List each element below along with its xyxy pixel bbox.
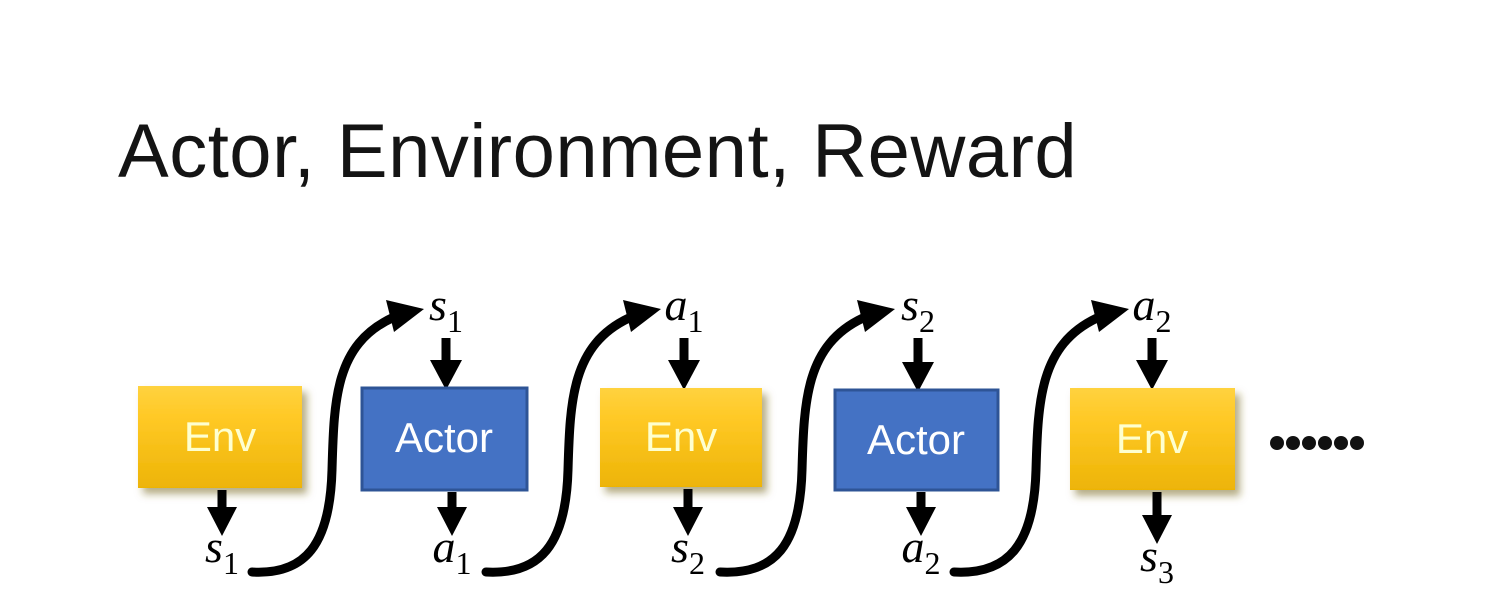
label-bot-s1: s1	[205, 521, 239, 581]
ellipsis-dot	[1350, 436, 1364, 450]
label-top-s1-sub: 1	[447, 303, 463, 339]
ellipsis-dot	[1286, 436, 1300, 450]
curve-s1-feedback	[247, 300, 424, 577]
label-bot-s1-base: s	[205, 521, 223, 572]
label-bot-a2-sub: 2	[925, 545, 941, 581]
svg-text:s2: s2	[901, 279, 935, 339]
label-bot-s3-base: s	[1140, 530, 1158, 581]
label-bot-s2-sub: 2	[689, 545, 705, 581]
arrow-s2-into-actor2	[902, 338, 934, 392]
svg-text:s3: s3	[1140, 530, 1174, 590]
node-actor-2[interactable]: Actor	[833, 388, 1000, 492]
label-top-s1-base: s	[429, 279, 447, 330]
svg-text:a1: a1	[433, 521, 472, 581]
curve-s2-feedback	[715, 300, 895, 577]
svg-text:s1: s1	[205, 521, 239, 581]
label-bot-s2: s2	[671, 521, 705, 581]
svg-text:a2: a2	[902, 521, 941, 581]
arrow-actor2-to-a2	[906, 492, 936, 536]
label-bot-a2: a2	[902, 521, 941, 581]
label-bot-s3: s3	[1140, 530, 1174, 590]
svg-text:s1: s1	[429, 279, 463, 339]
curve-a1-feedback	[481, 300, 661, 577]
arrow-env2-to-s2	[673, 489, 703, 536]
arrow-env3-to-s3	[1142, 492, 1172, 544]
ellipsis-dot	[1302, 436, 1316, 450]
label-top-a2: a2	[1133, 279, 1172, 339]
node-actor-1[interactable]: Actor	[360, 386, 529, 492]
node-env-2-label: Env	[645, 413, 717, 460]
ellipsis-dot	[1270, 436, 1284, 450]
node-env-2[interactable]: Env	[600, 388, 762, 487]
label-bot-s2-base: s	[671, 521, 689, 572]
label-bot-a1: a1	[433, 521, 472, 581]
ellipsis-dot	[1318, 436, 1332, 450]
node-actor-2-label: Actor	[867, 416, 965, 463]
node-env-3[interactable]: Env	[1070, 388, 1235, 490]
arrow-a2-into-env3	[1136, 338, 1168, 390]
label-bot-a1-sub: 1	[456, 545, 472, 581]
node-env-3-label: Env	[1116, 415, 1188, 462]
page-title: Actor, Environment, Reward	[118, 109, 1078, 194]
label-top-a1-base: a	[665, 279, 688, 330]
arrow-env1-to-s1	[207, 490, 237, 536]
ellipsis-continuation	[1270, 436, 1364, 450]
label-bot-a2-base: a	[902, 521, 925, 572]
node-actor-1-label: Actor	[395, 414, 493, 461]
svg-text:a1: a1	[665, 279, 704, 339]
arrow-actor1-to-a1	[437, 492, 467, 536]
label-top-s2-sub: 2	[919, 303, 935, 339]
label-top-a2-base: a	[1133, 279, 1156, 330]
curve-a2-feedback	[949, 300, 1129, 577]
node-env-1[interactable]: Env	[138, 386, 302, 488]
svg-text:s2: s2	[671, 521, 705, 581]
arrow-s1-into-actor1	[430, 338, 462, 390]
ellipsis-dot	[1334, 436, 1348, 450]
label-top-a1: a1	[665, 279, 704, 339]
label-bot-s1-sub: 1	[223, 545, 239, 581]
label-top-s2: s2	[901, 279, 935, 339]
label-top-s2-base: s	[901, 279, 919, 330]
label-top-a2-sub: 2	[1156, 303, 1172, 339]
label-top-s1: s1	[429, 279, 463, 339]
arrow-a1-into-env2	[668, 338, 700, 390]
label-top-a1-sub: 1	[688, 303, 704, 339]
label-bot-a1-base: a	[433, 521, 456, 572]
svg-text:a2: a2	[1133, 279, 1172, 339]
label-bot-s3-sub: 3	[1158, 554, 1174, 590]
node-env-1-label: Env	[184, 413, 256, 460]
